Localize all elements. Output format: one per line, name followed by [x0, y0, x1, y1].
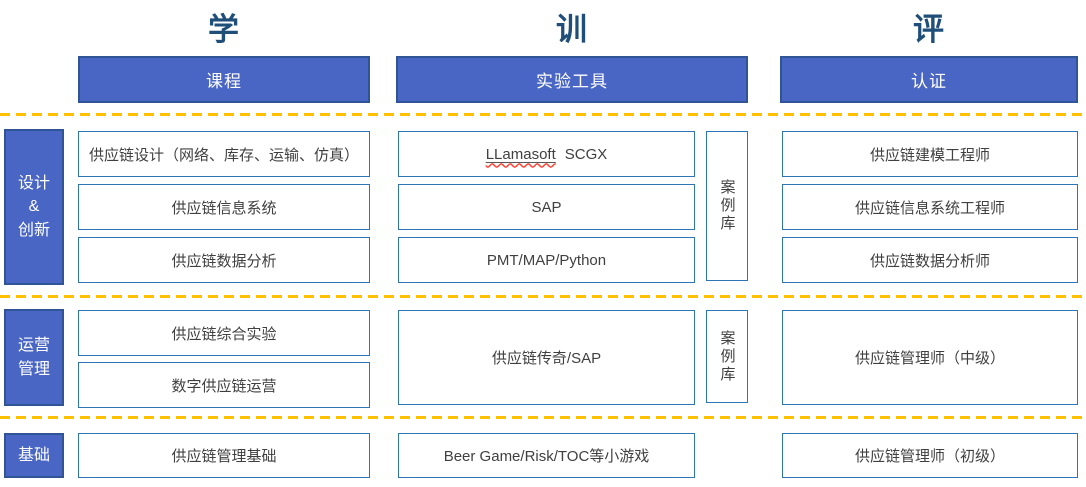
row-label-line: 运营 [17, 337, 50, 355]
row-label-line: & [28, 198, 40, 216]
course-box-scm-data-analysis: 供应链数据分析 [78, 237, 370, 283]
row-divider-top [0, 113, 1086, 116]
row-label-design-innovation: 设计 & 创新 [4, 129, 64, 285]
row-label-line: 基础 [17, 446, 50, 464]
row-divider-bottom [0, 416, 1086, 419]
row-divider-middle [0, 295, 1086, 298]
spellcheck-underline: LLamasoft [486, 146, 556, 163]
course-box-scm-information-systems: 供应链信息系统 [78, 184, 370, 230]
header-bar-courses: 课程 [78, 56, 370, 103]
row-label-foundation: 基础 [4, 433, 64, 478]
case-library-box-operations: 案例库 [706, 310, 748, 403]
tool-suffix-text: SCGX [564, 145, 608, 163]
row-label-line: 设计 [17, 175, 50, 193]
cert-box-scm-manager-intermediate: 供应链管理师（中级） [782, 310, 1078, 405]
case-library-box-design: 案例库 [706, 131, 748, 281]
column-title-train: 训 [556, 11, 588, 47]
tool-box-beer-game-risk-toc: Beer Game/Risk/TOC等小游戏 [398, 433, 695, 478]
tool-box-scm-legend-sap: 供应链传奇/SAP [398, 310, 695, 405]
header-bar-tools: 实验工具 [396, 56, 748, 103]
row-label-operations-management: 运营 管理 [4, 309, 64, 406]
course-box-digital-scm-operations: 数字供应链运营 [78, 362, 370, 408]
cert-box-scm-modeling-engineer: 供应链建模工程师 [782, 131, 1078, 177]
tool-box-pmt-map-python: PMT/MAP/Python [398, 237, 695, 283]
column-title-assess: 评 [913, 11, 945, 47]
case-library-label: 案例库 [718, 329, 736, 384]
course-box-scm-comprehensive-experiment: 供应链综合实验 [78, 310, 370, 356]
header-bar-certifications: 认证 [780, 56, 1078, 103]
cert-box-scm-data-analyst: 供应链数据分析师 [782, 237, 1078, 283]
case-library-label: 案例库 [718, 179, 736, 233]
cert-box-scm-information-systems-engineer: 供应链信息系统工程师 [782, 184, 1078, 230]
tool-box-llamasoft-scgx: LLamasoft SCGX [398, 131, 695, 177]
row-label-line: 管理 [17, 360, 50, 378]
course-box-scm-design: 供应链设计（网络、库存、运输、仿真） [78, 131, 370, 177]
column-title-learn: 学 [208, 11, 240, 47]
course-box-scm-fundamentals: 供应链管理基础 [78, 433, 370, 478]
row-label-line: 创新 [17, 221, 50, 239]
tool-brand-text: LLamasoft [485, 145, 556, 163]
cert-box-scm-manager-junior: 供应链管理师（初级） [782, 433, 1078, 478]
tool-box-sap: SAP [398, 184, 695, 230]
